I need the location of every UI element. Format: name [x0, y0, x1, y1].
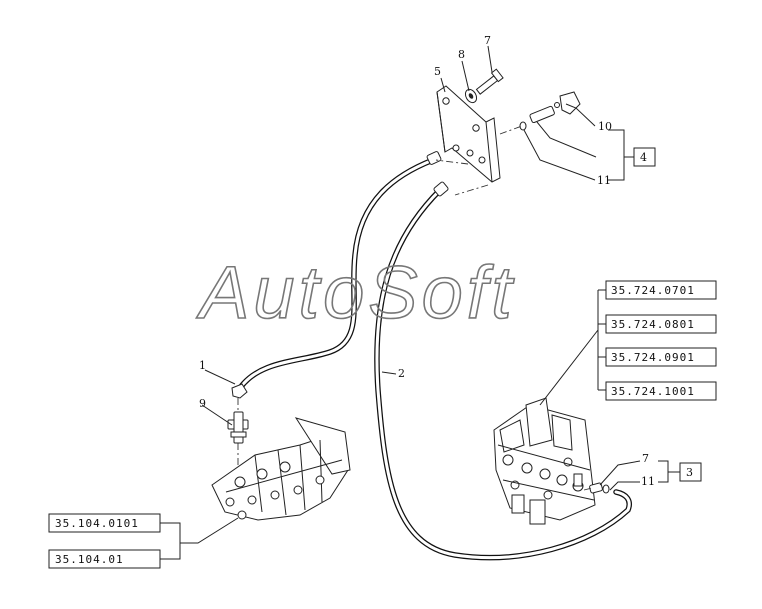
adapter-fitting: [529, 105, 555, 124]
mounting-bracket: [436, 85, 501, 183]
callout-11-top: 11: [597, 174, 611, 187]
group-box-4-label: 4: [640, 151, 647, 164]
hose-end-fitting: [433, 181, 449, 197]
o-ring: [519, 121, 527, 131]
valve-o-ring: [602, 484, 610, 494]
callout-1: 1: [199, 359, 206, 372]
control-valve: [493, 397, 596, 525]
callout-5: 5: [434, 65, 441, 78]
tee-fitting: [227, 411, 249, 444]
elbow-fitting: [231, 383, 248, 399]
ref-box-valve-1[interactable]: [605, 280, 717, 300]
ref-box-valve-2-label: 35.724.0801: [611, 318, 695, 331]
ref-box-pump-1-label: 35.104.0101: [55, 517, 139, 530]
callout-11-bottom: 11: [641, 475, 655, 488]
callout-8: 9: [199, 397, 206, 410]
group-box-3-label: 3: [686, 466, 693, 479]
ref-box-valve-3-label: 35.724.0901: [611, 351, 695, 364]
ref-box-pump-2-label: 35.104.01: [55, 553, 124, 566]
ref-box-valve-4-label: 35.724.1001: [611, 385, 695, 398]
callout-6: 7: [484, 34, 491, 47]
ref-box-valve-4[interactable]: [605, 381, 717, 401]
valve-adapter: [589, 482, 603, 494]
callout-2: 2: [398, 367, 405, 380]
watermark: AutoSoft: [196, 251, 516, 334]
elbow-fitting-top: [559, 91, 581, 115]
ref-box-pump-1[interactable]: [48, 513, 161, 533]
ref-box-valve-2[interactable]: [605, 314, 717, 334]
ref-box-valve-3[interactable]: [605, 347, 717, 367]
ref-box-pump-2[interactable]: [48, 549, 161, 569]
callout-9: 7: [642, 452, 649, 465]
callout-10: 10: [598, 120, 612, 133]
group-box-3[interactable]: [679, 462, 702, 482]
hose-end-fitting: [426, 151, 442, 165]
hose-2: [374, 187, 632, 561]
bolt: [475, 68, 504, 95]
hose-1: [237, 157, 436, 391]
callout-7: 8: [458, 48, 465, 61]
group-box-4[interactable]: [633, 147, 656, 167]
ref-box-valve-1-label: 35.724.0701: [611, 284, 695, 297]
hydraulic-pump: [211, 417, 351, 521]
